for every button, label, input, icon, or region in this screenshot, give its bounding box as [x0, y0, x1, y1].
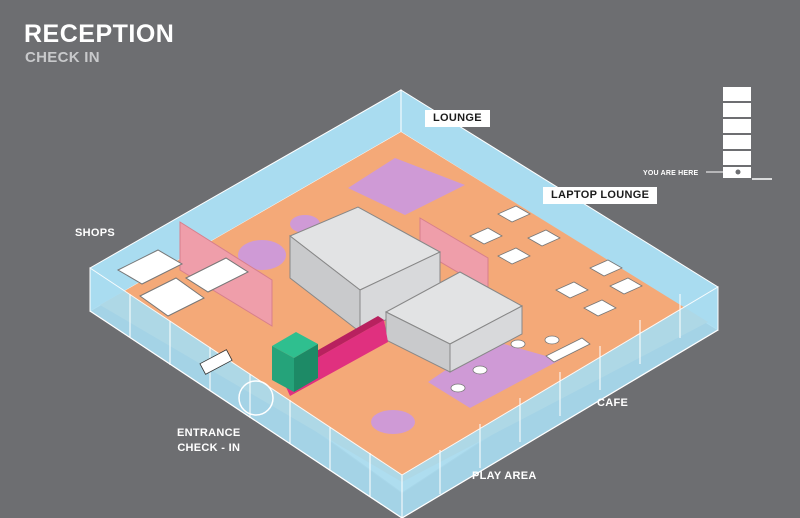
you-are-here-dot [735, 169, 741, 175]
building-floor-indicator [706, 85, 772, 180]
zone-label-entrance: ENTRANCE CHECK - IN [177, 427, 241, 454]
zone-label-shops: SHOPS [75, 227, 116, 239]
shop-counter-3 [139, 277, 205, 317]
page-subtitle: CHECK IN [25, 49, 100, 66]
shop-counter-2 [184, 257, 250, 293]
zone-label-laptop-lounge: LAPTOP LOUNGE [543, 187, 658, 204]
floor-block [721, 85, 753, 103]
you-are-here-label: YOU ARE HERE [643, 170, 699, 177]
reception-sign [199, 349, 233, 375]
glass-mullions [129, 294, 681, 497]
floor-block [721, 117, 753, 135]
entrance-box-side [294, 344, 318, 392]
glass-wall-front-left [89, 267, 403, 518]
entrance-box-front [272, 346, 294, 392]
entrance-box-top [272, 332, 318, 358]
revolving-door [238, 380, 274, 416]
laptop-tables [469, 205, 643, 317]
shop-counter-1 [116, 249, 184, 285]
zone-label-play-area: PLAY AREA [472, 470, 537, 482]
floor-block [721, 133, 753, 151]
zone-label-lounge: LOUNGE [425, 110, 490, 127]
floor-block [721, 101, 753, 119]
shops-rug [238, 240, 286, 270]
glass-top-edge [89, 310, 719, 518]
play-area-rug [371, 410, 415, 434]
room-right-side [449, 305, 523, 373]
cafe-tables [450, 335, 591, 393]
lounge-rug [348, 158, 465, 215]
floor-block [721, 149, 753, 167]
page-title: RECEPTION [24, 20, 175, 48]
zone-label-cafe: CAFE [597, 397, 629, 409]
